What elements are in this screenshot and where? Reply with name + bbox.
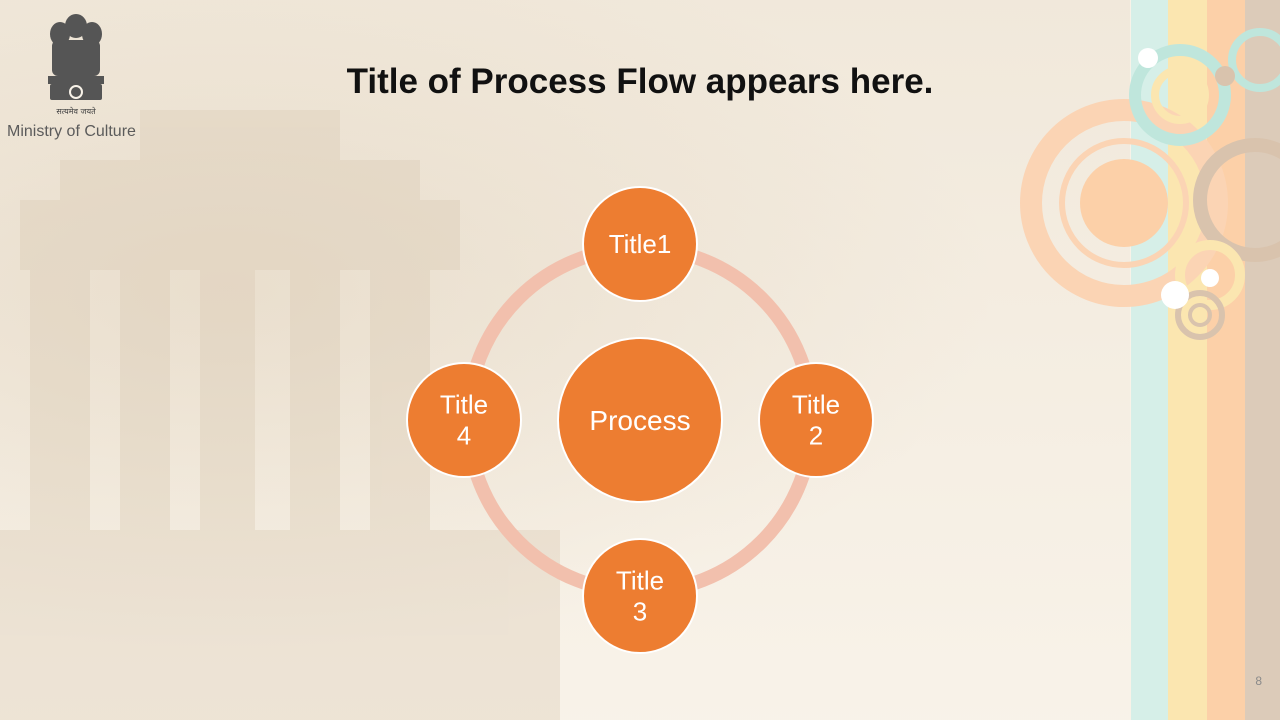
national-emblem-logo: सत्यमेव जयते (48, 14, 104, 116)
node-title4-circle (406, 362, 522, 478)
ministry-label: Ministry of Culture (7, 123, 136, 140)
node-title1-label: Title1 (609, 229, 672, 259)
center-node-process-circle (557, 337, 723, 503)
page-number: 8 (1255, 674, 1262, 688)
temple-silhouette (0, 110, 560, 720)
center-node-process: Process (557, 337, 723, 503)
node-title2-circle (758, 362, 874, 478)
slide-title: Title of Process Flow appears here. (346, 62, 934, 101)
node-title4-label: 4 (457, 421, 471, 451)
center-node-process-label: Process (589, 405, 690, 436)
emblem-motto: सत्यमेव जयते (56, 106, 96, 116)
stripe-tan (1245, 0, 1280, 720)
node-title3-circle (582, 538, 698, 654)
node-title1-circle (582, 186, 698, 302)
node-title2-label: 2 (809, 421, 823, 451)
node-title1: Title1 (582, 186, 698, 302)
node-title3-label: 3 (633, 597, 647, 627)
node-title2-label: Title (792, 390, 840, 420)
decorative-circles (1020, 28, 1280, 340)
background-photo (0, 0, 1130, 720)
node-title4-label: Title (440, 390, 488, 420)
node-title3-label: Title (616, 566, 664, 596)
